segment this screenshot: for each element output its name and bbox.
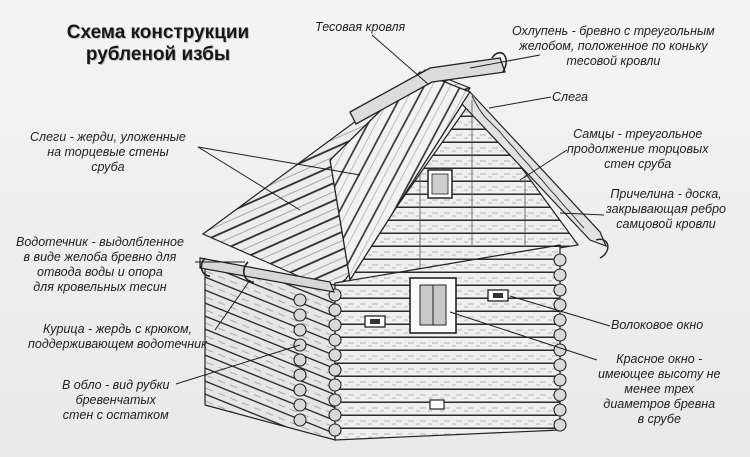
- diagram-title: Схема конструкции рубленой избы: [38, 22, 278, 66]
- label-krasnoe-line: имеющее высоту не: [598, 367, 721, 381]
- label-samtsy: Самцы - треугольное продолжение торцовых…: [567, 127, 708, 172]
- leader-lines: [175, 34, 611, 385]
- title-line-1: Схема конструкции: [66, 22, 250, 43]
- label-prichelina: Причелина - доска, закрывающая ребро сам…: [606, 187, 726, 232]
- podval-okno: [429, 399, 445, 410]
- label-krasnoe-line: Красное окно -: [616, 352, 703, 366]
- label-krasnoe: Красное окно - имеющее высоту не менее т…: [598, 352, 721, 427]
- label-samtsy-line: Самцы - треугольное: [573, 127, 703, 141]
- label-vodotechnik-line: для кровельных тесин: [33, 280, 167, 294]
- label-krasnoe-line: диаметров бревна: [603, 397, 716, 411]
- ohlupen-ridge-log: [349, 57, 506, 125]
- label-okhlupen-line: Охлупень - бревно с треугольным: [512, 24, 715, 38]
- corner-log-ends: [293, 253, 567, 437]
- label-kuritsa-line: поддерживающем водотечник: [28, 337, 207, 351]
- label-samtsy-line: стен сруба: [604, 157, 672, 171]
- label-v-oblo-line: В обло - вид рубки: [62, 378, 170, 392]
- label-krasnoe-line: в срубе: [637, 412, 681, 426]
- label-okhlupen-line: тесовой кровли: [566, 54, 661, 68]
- label-v-oblo-line: бревенчатых: [75, 393, 156, 407]
- label-krasnoe-line: менее трех: [624, 382, 695, 396]
- kuritsa-hooks: [200, 257, 255, 283]
- label-v-oblo-line: стен с остатком: [62, 408, 169, 422]
- label-volokovoe: Волоковое окно: [611, 318, 704, 332]
- label-slega: Слега: [552, 90, 589, 104]
- label-samtsy-line: продолжение торцовых: [567, 142, 709, 156]
- label-prichelina-line: закрывающая ребро: [606, 202, 726, 216]
- label-slegi-line: на торцевые стены: [47, 145, 169, 159]
- label-slegi: Слеги - жерди, уложенные на торцевые сте…: [30, 130, 186, 175]
- label-kuritsa-line: Курица - жердь с крюком,: [42, 322, 193, 336]
- label-slegi-line: сруба: [91, 160, 125, 174]
- label-okhlupen-line: желобом, положенное по коньку: [519, 39, 708, 53]
- title-line-2: рубленой избы: [85, 44, 231, 65]
- label-prichelina-line: Причелина - доска,: [610, 187, 722, 201]
- label-kuritsa: Курица - жердь с крюком, поддерживающем …: [28, 322, 207, 352]
- label-v-oblo: В обло - вид рубки бревенчатых стен с ос…: [62, 378, 169, 423]
- label-vodotechnik-line: отвода воды и опора: [37, 265, 163, 279]
- vodotechnik-gutter: [199, 257, 335, 293]
- label-vodotechnik: Водотечник - выдолбленное в виде желоба …: [16, 235, 184, 295]
- label-prichelina-line: самцовой кровли: [616, 217, 716, 231]
- label-vodotechnik-line: в виде желоба бревно для: [23, 250, 177, 264]
- label-okhlupen: Охлупень - бревно с треугольным желобом,…: [512, 24, 715, 69]
- label-vodotechnik-line: Водотечник - выдолбленное: [16, 235, 184, 249]
- label-slegi-line: Слеги - жерди, уложенные: [30, 130, 186, 144]
- label-tes-roof: Тесовая кровля: [315, 20, 406, 34]
